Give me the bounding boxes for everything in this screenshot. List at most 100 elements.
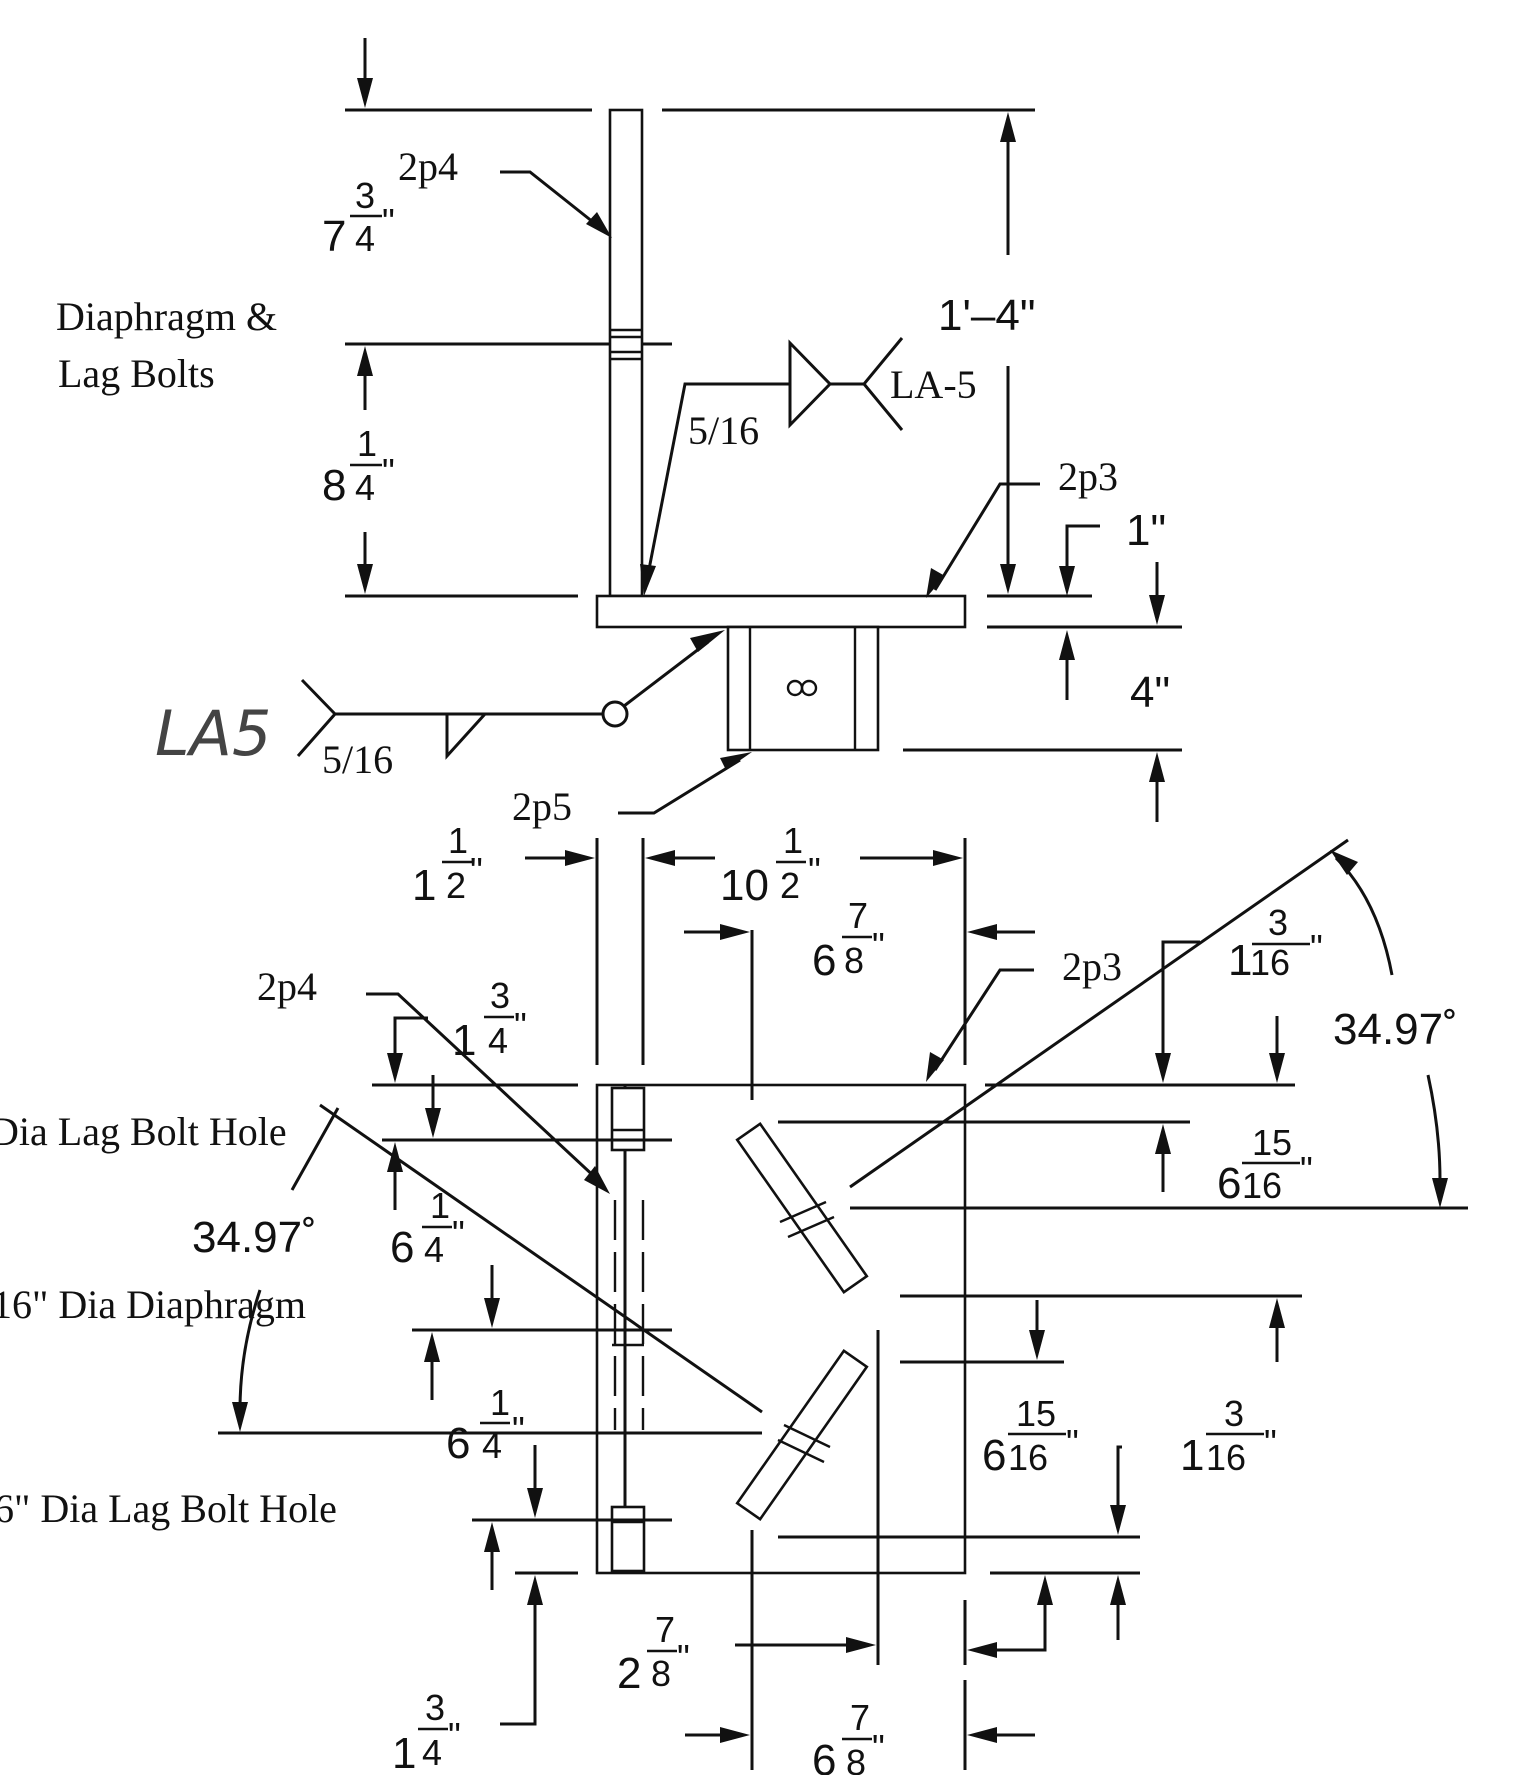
plan-leader-2p3	[933, 968, 1034, 1071]
dim-whole: 6	[446, 1419, 470, 1468]
elevation-view: 7 3 4 " 2p4 Diaphragm & Lag Bolts 8 1 4 …	[56, 38, 1182, 829]
dim-whole: 8	[322, 461, 346, 510]
dim-whole: 1	[1180, 1431, 1204, 1480]
note-diaphragm-line1: Diaphragm &	[56, 294, 277, 339]
arrowhead	[1037, 1575, 1053, 1605]
dim-1-3-16-lower: 1 3 16 "	[1180, 1393, 1277, 1480]
dim-whole: 10	[720, 861, 769, 910]
bolt-hole-right	[800, 679, 818, 697]
arrowhead	[1149, 752, 1165, 782]
plate-2p3-diagonal-lower	[735, 1348, 869, 1522]
label-2p3: 2p3	[1058, 454, 1118, 499]
dim-numerator: 1	[448, 820, 468, 861]
label-2p4: 2p4	[398, 144, 458, 189]
inch-mark: "	[872, 925, 885, 966]
angle-arc-right-lower	[1426, 1074, 1442, 1181]
dim-leader-1-3-16	[1161, 940, 1200, 1060]
arrowhead	[1000, 112, 1016, 142]
dim-denominator: 2	[780, 865, 800, 906]
arrowhead	[926, 568, 945, 598]
dim-whole: 6	[982, 1431, 1006, 1480]
arrowhead	[232, 1402, 248, 1432]
dim-denominator: 16	[1250, 942, 1290, 983]
dim-6-7-8-top: 6 7 8 "	[812, 895, 885, 985]
dim-whole: 6	[390, 1223, 414, 1272]
note-diaphragm-line2: Lag Bolts	[58, 351, 215, 396]
dim-6-1-4-upper: 6 1 4 "	[390, 1185, 465, 1272]
dim-numerator: 15	[1252, 1122, 1292, 1163]
arrowhead	[586, 212, 612, 238]
arrowhead	[1155, 1124, 1171, 1154]
angle-arc-right	[1334, 856, 1394, 976]
inch-mark: "	[808, 850, 821, 891]
arrowhead	[1029, 1330, 1045, 1360]
plan-label-2p4: 2p4	[257, 964, 317, 1009]
dim-numerator: 1	[430, 1185, 450, 1226]
arrowhead	[926, 1052, 944, 1082]
leader-2p4	[500, 170, 599, 228]
inch-mark: "	[1310, 927, 1323, 968]
dim-whole: 6	[812, 936, 836, 985]
arrowhead	[565, 850, 595, 866]
inch-mark: "	[448, 1715, 461, 1756]
arrowhead	[1059, 566, 1075, 596]
arrowhead	[1110, 1575, 1126, 1605]
dim-denominator: 8	[846, 1742, 866, 1775]
weld-size-upper: 5/16	[688, 408, 759, 453]
arrowhead	[1330, 850, 1358, 875]
dim-whole: 7	[322, 212, 346, 261]
diaphragm-mark-diag-upper-2	[787, 1215, 835, 1239]
dim-denominator: 8	[844, 940, 864, 981]
inch-mark: "	[1300, 1149, 1313, 1190]
arrowhead	[720, 924, 750, 940]
angle-label-right: 34.97˚	[1333, 1005, 1458, 1054]
arrowhead	[527, 1488, 543, 1518]
diaphragm-mark-diag-lower-1	[783, 1423, 831, 1449]
arrowhead	[846, 1637, 876, 1653]
plan-leader-2p4	[366, 992, 600, 1182]
weld-leader-upper	[643, 382, 790, 591]
dim-denominator: 16	[1242, 1165, 1282, 1206]
arrowhead	[690, 630, 725, 652]
plan-view: 2p4 2p3 1 1 2 " 10 1 2 "	[0, 820, 1468, 1775]
inch-mark: "	[382, 451, 395, 492]
arrowhead	[1110, 1505, 1126, 1535]
dim-whole: 6	[1217, 1159, 1241, 1208]
leader-2p5	[618, 758, 741, 815]
arrowhead	[1432, 1178, 1448, 1208]
arrowhead	[425, 1108, 441, 1138]
arrowhead	[357, 346, 373, 376]
fillet-weld-symbol-upper	[788, 339, 833, 429]
diaphragm-mark-diag-lower-2	[777, 1438, 825, 1464]
arrowhead	[720, 1727, 750, 1743]
dim-whole: 1	[452, 1016, 476, 1065]
arrowhead	[357, 564, 373, 594]
dim-denominator: 4	[482, 1425, 502, 1466]
dim-leader-1in	[1065, 524, 1100, 576]
arrowhead	[387, 1142, 403, 1172]
dim-denominator: 16	[1206, 1437, 1246, 1478]
angle-line-right	[849, 838, 1349, 1189]
arrowhead	[967, 1727, 997, 1743]
dim-denominator: 2	[446, 865, 466, 906]
dim-1-3-16-top: 1 3 16 "	[1228, 902, 1323, 985]
note-lag-bolt-hole-top: Dia Lag Bolt Hole	[0, 1109, 287, 1154]
arrowhead	[484, 1298, 500, 1328]
dim-6-7-8-bottom: 6 7 8 "	[812, 1697, 885, 1775]
dim-numerator: 1	[783, 820, 803, 861]
arrowhead	[357, 78, 373, 108]
dim-denominator: 4	[355, 467, 375, 508]
dim-numerator: 15	[1016, 1393, 1056, 1434]
dim-whole: 2	[617, 1649, 641, 1698]
dim-whole: 6	[812, 1736, 836, 1775]
arrowhead	[424, 1332, 440, 1362]
arrowhead	[527, 1575, 543, 1605]
dim-denominator: 4	[488, 1020, 508, 1061]
diagonal-plate-lower	[735, 1348, 869, 1522]
dim-numerator: 1	[357, 423, 377, 464]
arrowhead	[720, 752, 752, 770]
dim-numerator: 3	[490, 975, 510, 1016]
diagonal-plate-upper	[735, 1121, 869, 1295]
lag-bolt-hole-bottom	[610, 1505, 646, 1573]
dim-numerator: 7	[655, 1609, 675, 1650]
